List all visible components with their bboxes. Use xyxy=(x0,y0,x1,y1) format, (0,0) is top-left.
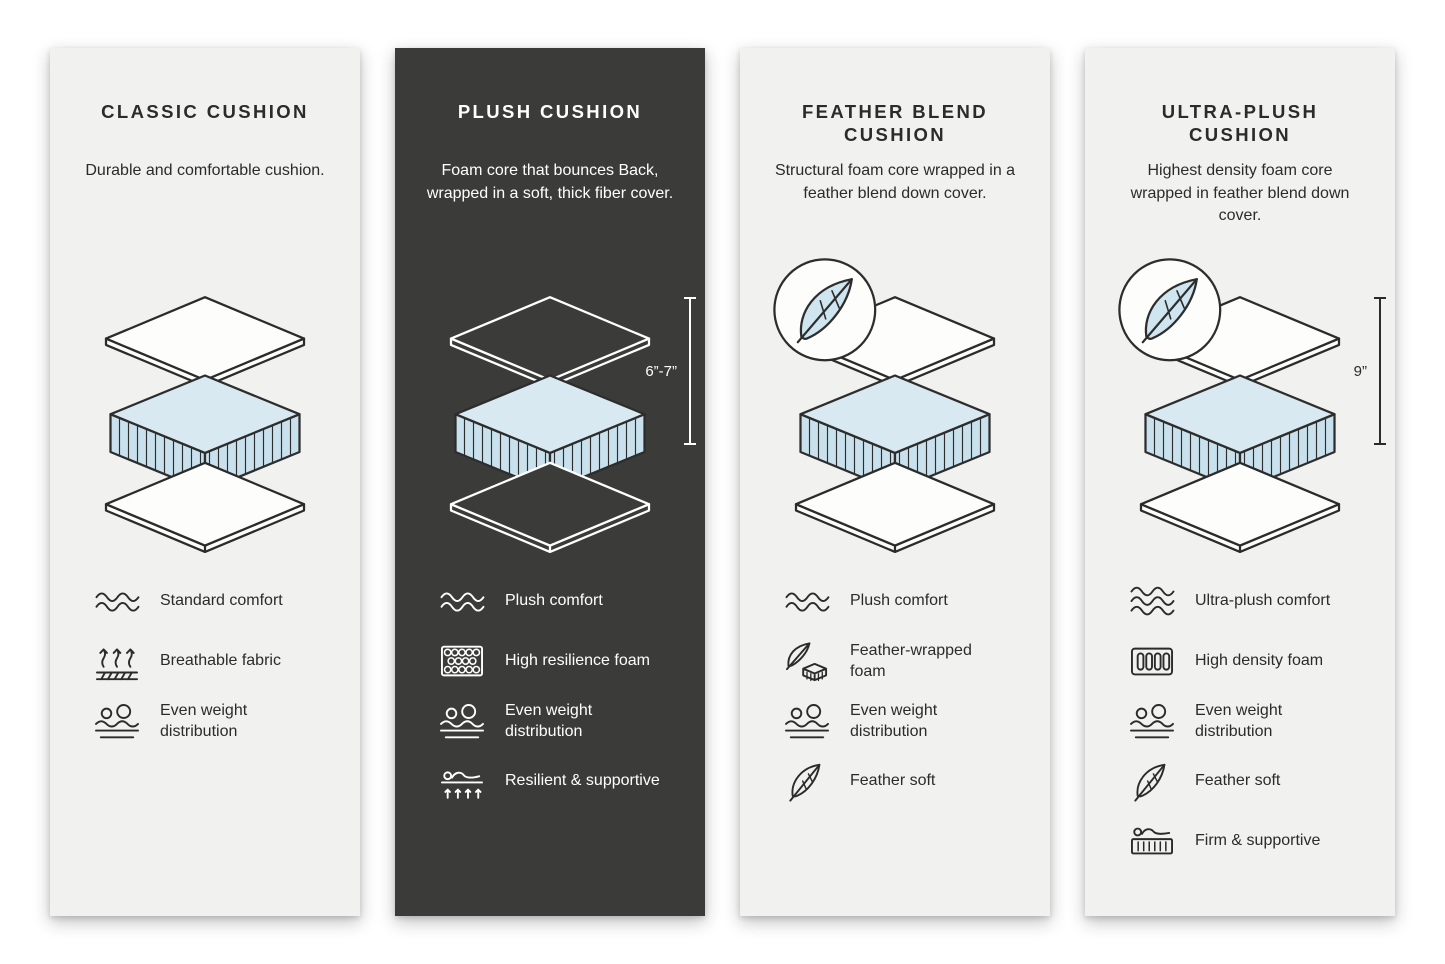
wave-icon xyxy=(437,581,487,623)
cushion-diagram xyxy=(740,254,1050,562)
feature-label: Feather soft xyxy=(850,772,936,790)
feature-label: Standard comfort xyxy=(160,592,283,610)
height-measurement: 9” xyxy=(1354,296,1388,446)
height-measurement: 6”-7” xyxy=(645,296,698,446)
feature-firm-supportive: Firm & supportive xyxy=(1127,818,1379,865)
feather-icon xyxy=(782,761,832,803)
feature-label: High resilience foam xyxy=(505,652,650,670)
feather-badge xyxy=(1118,258,1222,362)
cushion-layers-illustration xyxy=(449,296,651,554)
feature-standard-comfort: Standard comfort xyxy=(92,578,344,625)
weight-distribution-icon xyxy=(1127,701,1177,743)
feature-label: High density foam xyxy=(1195,652,1324,670)
feather-badge xyxy=(773,258,877,362)
feature-high-density-foam: High density foam xyxy=(1127,638,1379,685)
measurement-bracket xyxy=(1374,297,1386,445)
feature-label: Even weight distribution xyxy=(850,702,938,740)
feature-plush-comfort: Plush comfort xyxy=(437,578,689,625)
feature-label: Even weight distribution xyxy=(1195,702,1283,740)
foam-cells-icon xyxy=(437,641,487,683)
weight-distribution-icon xyxy=(437,701,487,743)
wave-icon xyxy=(1127,581,1177,623)
feature-label: Resilient & supportive xyxy=(505,772,660,790)
feature-label: Ultra-plush comfort xyxy=(1195,592,1331,610)
card-title: ULTRA-PLUSH CUSHION xyxy=(1161,101,1319,146)
cushion-layers-illustration xyxy=(773,258,996,554)
feature-label: Feather soft xyxy=(1195,772,1281,790)
card-description: Foam core that bounces Back, wrapped in … xyxy=(426,162,674,202)
feature-label: Plush comfort xyxy=(505,592,603,610)
resilient-supportive-icon xyxy=(437,761,487,803)
card-title: PLUSH CUSHION xyxy=(457,101,643,122)
cushion-diagram: 9” xyxy=(1085,254,1395,562)
feature-label: Even weight distribution xyxy=(505,702,593,740)
feature-high-resilience-foam: High resilience foam xyxy=(437,638,689,685)
card-title: CLASSIC CUSHION xyxy=(101,101,309,122)
feature-feather-soft: Feather soft xyxy=(1127,758,1379,805)
card-description: Durable and comfortable cushion. xyxy=(85,162,325,179)
wave-icon xyxy=(782,581,832,623)
measurement-bracket xyxy=(684,297,696,445)
cushion-diagram: 6”-7” xyxy=(395,254,705,562)
measurement-label: 6”-7” xyxy=(645,362,677,380)
cushion-layers-illustration xyxy=(1118,258,1341,554)
feature-resilient-supportive: Resilient & supportive xyxy=(437,758,689,805)
feature-even-weight: Even weight distribution xyxy=(1127,698,1379,745)
cushion-layers-illustration xyxy=(104,296,306,554)
wave-icon xyxy=(92,581,142,623)
feature-label: Breathable fabric xyxy=(160,652,281,670)
weight-distribution-icon xyxy=(92,701,142,743)
feature-label: Feather-wrapped foam xyxy=(850,642,972,680)
feature-label: Even weight distribution xyxy=(160,702,248,740)
card-plush-cushion: PLUSH CUSHION Foam core that bounces Bac… xyxy=(395,48,705,916)
feature-list: Standard comfort Breathable fabric Even … xyxy=(50,578,360,758)
card-feather-blend-cushion: FEATHER BLEND CUSHION Structural foam co… xyxy=(740,48,1050,916)
feature-feather-wrapped-foam: Feather-wrapped foam xyxy=(782,638,1034,685)
feature-ultra-plush-comfort: Ultra-plush comfort xyxy=(1127,578,1379,625)
card-ultra-plush-cushion: ULTRA-PLUSH CUSHION Highest density foam… xyxy=(1085,48,1395,916)
feature-feather-soft: Feather soft xyxy=(782,758,1034,805)
feather-icon xyxy=(1127,761,1177,803)
feature-list: Plush comfort High resilience foam Even … xyxy=(395,578,705,818)
firm-supportive-icon xyxy=(1127,821,1177,863)
feature-plush-comfort: Plush comfort xyxy=(782,578,1034,625)
breathable-fabric-icon xyxy=(92,641,142,683)
card-title: FEATHER BLEND CUSHION xyxy=(801,101,989,146)
feature-even-weight: Even weight distribution xyxy=(92,698,344,745)
feature-list: Plush comfort Feather-wrapped foam Even … xyxy=(740,578,1050,818)
card-description: Highest density foam core wrapped in fea… xyxy=(1130,162,1350,225)
feature-label: Firm & supportive xyxy=(1195,832,1321,850)
high-density-foam-icon xyxy=(1127,641,1177,683)
card-description: Structural foam core wrapped in a feathe… xyxy=(774,162,1016,202)
feature-list: Ultra-plush comfort High density foam Ev… xyxy=(1085,578,1395,878)
cushion-diagram xyxy=(50,254,360,562)
weight-distribution-icon xyxy=(782,701,832,743)
feature-breathable-fabric: Breathable fabric xyxy=(92,638,344,685)
feather-wrapped-foam-icon xyxy=(782,641,832,683)
feature-even-weight: Even weight distribution xyxy=(782,698,1034,745)
feature-even-weight: Even weight distribution xyxy=(437,698,689,745)
feature-label: Plush comfort xyxy=(850,592,948,610)
card-classic-cushion: CLASSIC CUSHION Durable and comfortable … xyxy=(50,48,360,916)
measurement-label: 9” xyxy=(1353,362,1367,380)
